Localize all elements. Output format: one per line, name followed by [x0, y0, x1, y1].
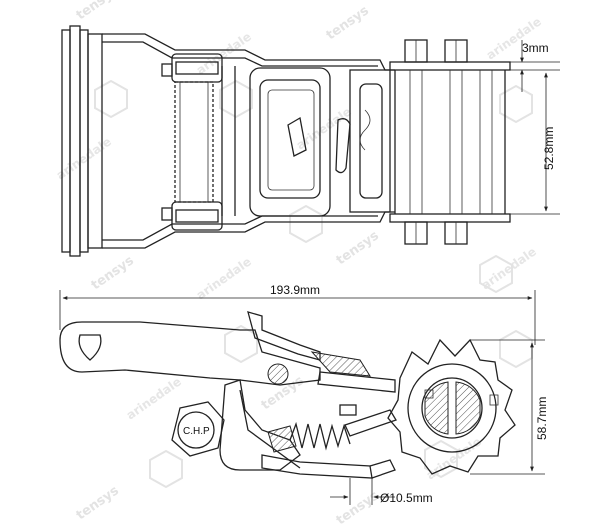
- watermark-logo-icon: [499, 329, 533, 369]
- dimension-width: 52.8mm: [510, 72, 560, 215]
- hex-nut: [171, 401, 225, 457]
- pawl-upper: [310, 351, 371, 377]
- watermark-text: arinedale: [294, 104, 354, 152]
- watermark-text: arinedale: [124, 374, 184, 422]
- pivot-pin: [267, 363, 289, 385]
- dimension-diameter: Ø10.5mm: [330, 478, 433, 505]
- watermark-text: arinedale: [194, 254, 254, 302]
- watermark-text: arinedale: [424, 434, 484, 482]
- watermark-logo-icon: [499, 84, 533, 124]
- lower-body: [219, 379, 301, 471]
- chp-label: C.H.P: [183, 426, 210, 437]
- watermark-logo-icon: [149, 449, 183, 489]
- ratchet-wheel: [387, 338, 516, 475]
- side-view: 193.9mm C.H.P: [59, 283, 549, 505]
- watermark-text: tensys: [74, 483, 122, 523]
- watermark-text: tensys: [89, 253, 137, 293]
- watermark-text: tensys: [74, 0, 122, 23]
- watermark-text: tensys: [324, 3, 372, 43]
- dimension-label: 52.8mm: [542, 127, 556, 170]
- watermark-logo-icon: [479, 254, 513, 294]
- watermark-logo-icon: [224, 324, 258, 364]
- base-plate: [261, 454, 373, 479]
- watermark-text: arinedale: [484, 14, 544, 62]
- dimension-thickness: 3mm: [510, 40, 560, 92]
- top-view-strap-bar: [61, 25, 103, 257]
- watermark-logo-icon: [219, 79, 253, 119]
- dimension-label: 193.9mm: [270, 283, 320, 297]
- dimension-label: Ø10.5mm: [380, 491, 433, 505]
- handle-eye: [78, 334, 102, 361]
- watermark-text: tensys: [334, 488, 382, 528]
- release-lever: [247, 311, 321, 361]
- spring: [267, 404, 397, 453]
- top-view: 3mm 52.8mm: [61, 25, 560, 257]
- watermark-logo-icon: [94, 79, 128, 119]
- dimension-height: 58.7mm: [470, 339, 549, 475]
- dimension-length: 193.9mm: [59, 283, 536, 345]
- watermark-text: tensys: [334, 228, 382, 268]
- watermark-logo-icon: [289, 204, 323, 244]
- watermark-layer: tensys tensys tensys tensys tensys tensy…: [54, 0, 544, 528]
- watermark-text: arinedale: [54, 134, 114, 182]
- top-view-frame: [102, 33, 511, 249]
- dimension-label: 3mm: [522, 41, 549, 55]
- dimension-label: 58.7mm: [535, 397, 549, 440]
